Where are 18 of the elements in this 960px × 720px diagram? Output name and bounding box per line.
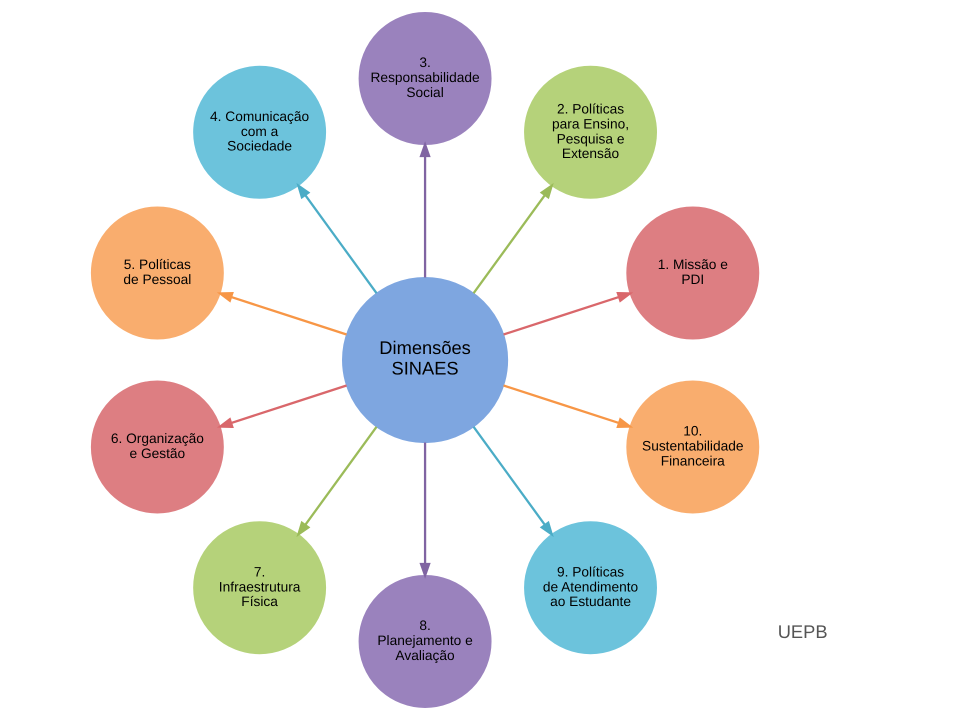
arrow	[419, 442, 431, 579]
arrow	[216, 384, 347, 428]
arrow	[419, 141, 431, 278]
node-circle: 6. Organização e Gestão	[90, 380, 224, 514]
arrow	[296, 182, 378, 294]
node-circle: 8. Planejamento e Avaliação	[358, 575, 492, 708]
node-circle: 1. Missão e PDI	[626, 206, 760, 340]
node-circle: 5. Políticas de Pessoal	[90, 206, 224, 340]
node-circle: 3. Responsabilidade Social	[358, 12, 492, 145]
label: UEPB	[778, 620, 828, 642]
arrow	[472, 426, 554, 538]
arrow	[216, 292, 347, 336]
arrow	[503, 292, 634, 336]
node-circle: 10. Sustentabilidade Financeira	[626, 380, 760, 514]
arrow	[503, 384, 634, 428]
node-circle: Dimensões SINAES	[342, 276, 508, 444]
arrow	[296, 426, 378, 538]
arrow	[472, 182, 554, 294]
